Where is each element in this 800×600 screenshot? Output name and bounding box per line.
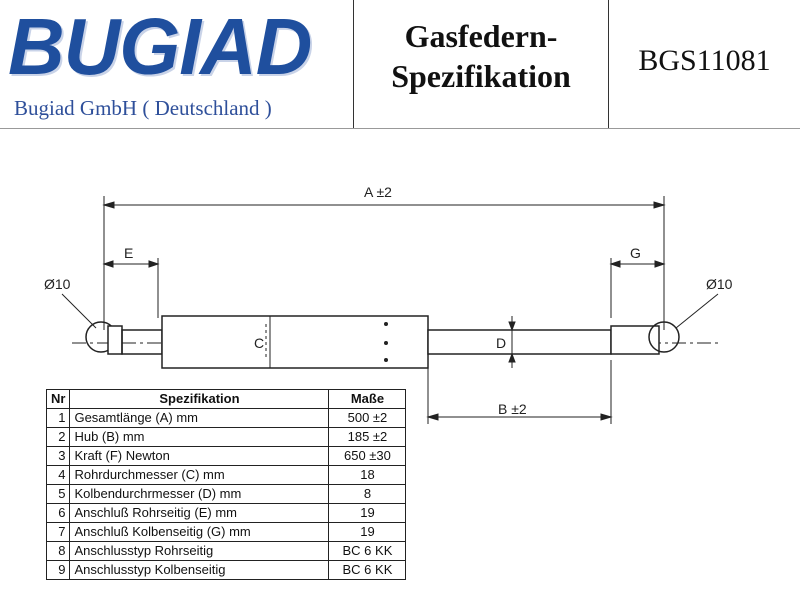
row-spec: Kolbendurchrmesser (D) mm (69, 484, 330, 504)
row-value: BC 6 KK (328, 541, 407, 561)
arrows-e (102, 260, 160, 268)
row-value: 650 ±30 (328, 446, 407, 466)
label-b: B ±2 (498, 401, 527, 417)
company-name: Bugiad GmbH ( Deutschland ) (14, 96, 272, 120)
header-spec: Spezifikation (69, 389, 330, 409)
row-nr: 7 (45, 522, 71, 542)
table-row: 6 Anschluß Rohrseitig (E) mm 19 (45, 503, 407, 523)
row-spec: Kraft (F) Newton (69, 446, 330, 466)
label-eye-left: Ø10 (44, 276, 71, 292)
table-row: 4 Rohrdurchmesser (C) mm 18 (45, 465, 407, 485)
neck-left (121, 329, 163, 355)
row-nr: 3 (45, 446, 71, 466)
row-nr: 1 (45, 408, 71, 428)
arrows-g (609, 260, 666, 268)
logo: BUGIAD Bugiad GmbH ( Deutschland ) (0, 0, 353, 128)
header-nr: Nr (45, 389, 71, 409)
label-eye-right: Ø10 (706, 276, 733, 292)
header: BUGIAD Bugiad GmbH ( Deutschland ) Gasfe… (0, 0, 800, 128)
label-a: A ±2 (364, 184, 392, 200)
row-spec: Gesamtlänge (A) mm (69, 408, 330, 428)
row-spec: Anschlusstyp Rohrseitig (69, 541, 330, 561)
table-row: 8 Anschlusstyp Rohrseitig BC 6 KK (45, 541, 407, 561)
tube-dots (384, 322, 388, 362)
cylinder-tube (161, 315, 429, 369)
label-e: E (124, 245, 133, 261)
arrows-b (426, 413, 613, 421)
row-spec: Rohrdurchmesser (C) mm (69, 465, 330, 485)
leader-left (61, 293, 97, 329)
label-d: D (496, 335, 506, 351)
piston-rod (427, 329, 612, 355)
label-g: G (630, 245, 641, 261)
table-header-row: Nr Spezifikation Maße (45, 389, 407, 409)
row-value: 500 ±2 (328, 408, 407, 428)
brand-name: BUGIAD (8, 2, 312, 91)
table-row: 1 Gesamtlänge (A) mm 500 ±2 (45, 408, 407, 428)
title-line-2: Spezifikation (391, 58, 571, 94)
row-value: 8 (328, 484, 407, 504)
row-nr: 2 (45, 427, 71, 447)
label-c: C (254, 335, 264, 351)
arrows-d (508, 321, 516, 363)
row-value: 19 (328, 522, 407, 542)
table-row: 9 Anschlusstyp Kolbenseitig BC 6 KK (45, 560, 407, 580)
table-row: 2 Hub (B) mm 185 ±2 (45, 427, 407, 447)
header-bottom-rule (0, 128, 800, 129)
end-fitting-left (107, 325, 123, 355)
eye-right (648, 321, 680, 353)
row-value: 19 (328, 503, 407, 523)
table-row: 5 Kolbendurchrmesser (D) mm 8 (45, 484, 407, 504)
row-value: BC 6 KK (328, 560, 407, 580)
row-nr: 6 (45, 503, 71, 523)
row-value: 18 (328, 465, 407, 485)
row-spec: Anschluß Kolbenseitig (G) mm (69, 522, 330, 542)
row-nr: 8 (45, 541, 71, 561)
row-spec: Anschluß Rohrseitig (E) mm (69, 503, 330, 523)
document-title: Gasfedern- Spezifikation (354, 16, 608, 96)
header-divider (608, 0, 609, 128)
row-nr: 4 (45, 465, 71, 485)
title-line-1: Gasfedern- (404, 18, 558, 54)
table-row: 3 Kraft (F) Newton 650 ±30 (45, 446, 407, 466)
row-value: 185 ±2 (328, 427, 407, 447)
part-number: BGS11081 (638, 44, 771, 77)
arrows-a (102, 201, 666, 209)
row-spec: Hub (B) mm (69, 427, 330, 447)
header-value: Maße (328, 389, 407, 409)
end-fitting-right (610, 325, 660, 355)
row-nr: 9 (45, 560, 71, 580)
leader-right (675, 293, 719, 329)
header-divider (353, 0, 354, 128)
specification-table: Nr Spezifikation Maße 1 Gesamtlänge (A) … (45, 389, 407, 580)
table-row: 7 Anschluß Kolbenseitig (G) mm 19 (45, 522, 407, 542)
row-spec: Anschlusstyp Kolbenseitig (69, 560, 330, 580)
row-nr: 5 (45, 484, 71, 504)
